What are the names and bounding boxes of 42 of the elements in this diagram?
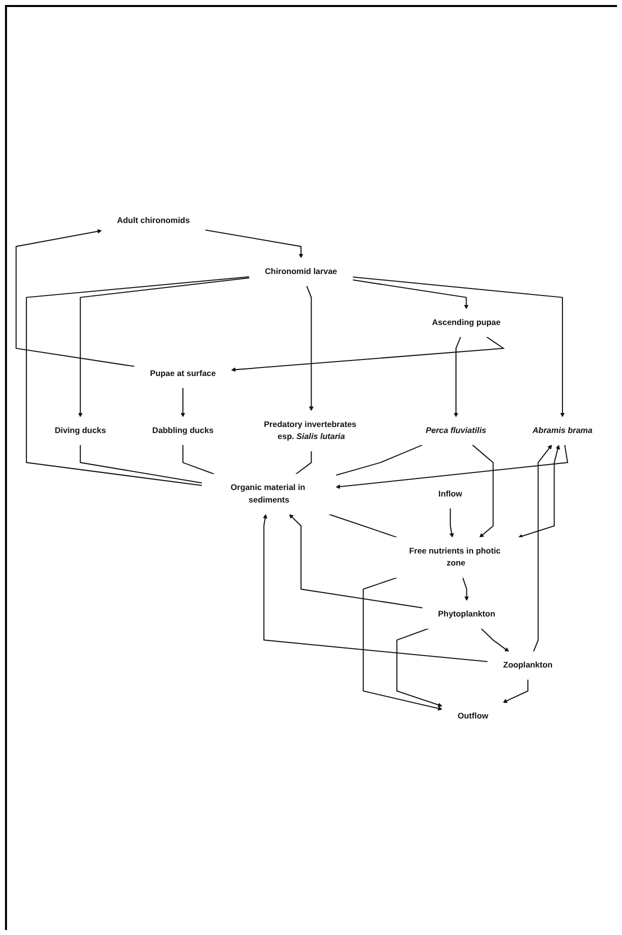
connector — [26, 276, 250, 486]
arrow — [352, 279, 469, 309]
arrow — [362, 576, 442, 710]
arrow — [16, 228, 135, 367]
node-text: Predatory invertebrates esp. Sialis lutaria — [264, 420, 356, 441]
node-text: Phytoplankton — [438, 610, 496, 618]
arrow — [462, 577, 469, 601]
connector — [296, 450, 312, 474]
arrow — [472, 444, 494, 538]
arrow — [78, 277, 250, 417]
arrow — [231, 336, 505, 372]
node-text: Organic material in sediments — [230, 483, 306, 504]
node-text: Dabbling ducks — [152, 426, 214, 435]
arrow — [518, 444, 560, 538]
arrow — [449, 508, 454, 538]
connector — [182, 444, 215, 474]
arrow — [336, 444, 568, 489]
arrow — [289, 514, 423, 608]
node-text: Zooplankton — [503, 660, 553, 670]
node-text: Abramis brama — [532, 426, 592, 435]
node-text: Free nutrients in photic zone — [409, 546, 501, 568]
connector — [336, 444, 423, 476]
arrow — [262, 514, 488, 662]
arrow — [533, 444, 552, 652]
node-text: Chironomid larvae — [264, 267, 338, 276]
arrow — [396, 628, 442, 707]
node-text: Outflow — [458, 712, 488, 720]
arrow — [480, 628, 510, 652]
node-text: Diving ducks — [54, 426, 106, 435]
connector — [80, 444, 202, 484]
node-text: Perca fluviatilis — [426, 426, 486, 435]
arrow — [306, 285, 314, 411]
arrow — [180, 387, 186, 417]
arrow — [502, 679, 528, 703]
node-text: Inflow — [438, 489, 462, 498]
arrow — [454, 336, 462, 417]
connector — [328, 514, 398, 538]
node-text: Adult chironomids — [117, 216, 190, 225]
node-text: Pupae at surface — [150, 368, 216, 378]
arrow — [205, 229, 304, 258]
node-text: Ascending pupae — [432, 318, 501, 327]
arrow — [352, 276, 565, 417]
